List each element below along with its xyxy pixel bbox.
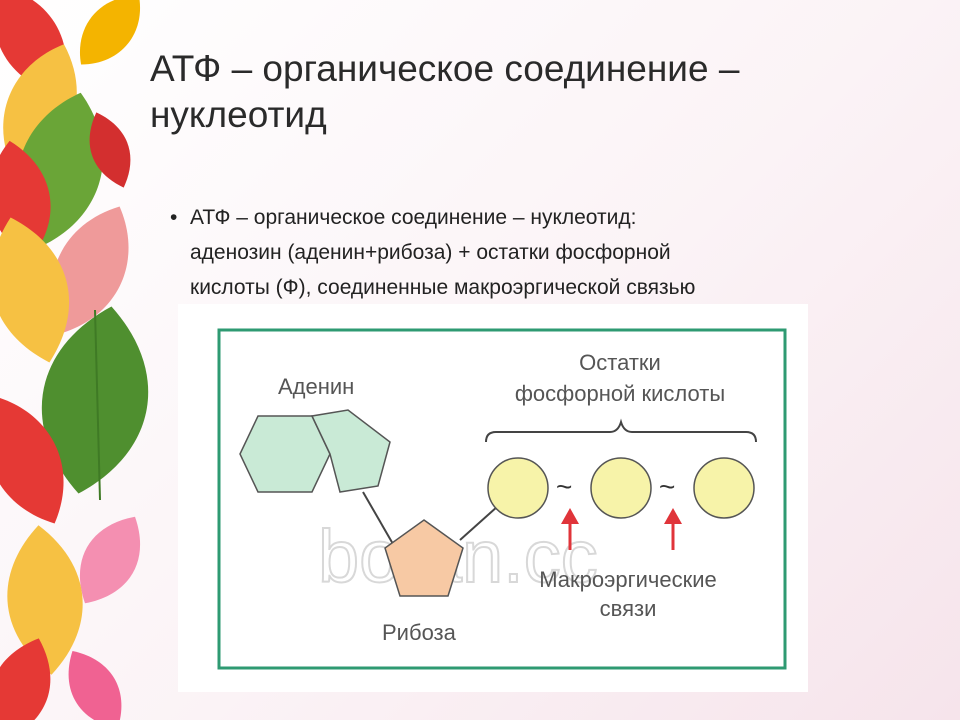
bond-arrow-2 (664, 508, 682, 550)
phosphate-brace (485, 418, 757, 443)
phosphate-3 (693, 457, 755, 519)
bond-label-line2: связи (600, 596, 657, 621)
phosphate-label-line1: Остатки (579, 350, 661, 375)
ribose-pentagon (384, 519, 464, 597)
slide-title: АТФ – органическое соединение – нуклеоти… (150, 48, 740, 135)
leaf-decoration (0, 0, 149, 720)
bond-arrow-1 (561, 508, 579, 550)
phosphate-label-line2: фосфорной кислоты (515, 381, 725, 406)
adenine-label: Аденин (278, 374, 354, 399)
atp-diagram: botan.cc Аденин Рибоза ~ ~ Остатки фосфо… (178, 304, 808, 692)
macroergic-bond-2: ~ (659, 471, 675, 502)
macroergic-bond-1: ~ (556, 471, 572, 502)
bond-adenine-ribose (362, 491, 394, 545)
bond-label-line1: Макроэргические (539, 567, 717, 592)
bond-ribose-phosphate (459, 505, 499, 541)
adenine-pentagon (310, 409, 391, 493)
ribose-label: Рибоза (382, 620, 457, 645)
diagram-frame (217, 328, 787, 670)
adenine-hexagon (239, 415, 331, 493)
bullet-dot: • (170, 206, 178, 229)
phosphate-2 (590, 457, 652, 519)
phosphate-1 (487, 457, 549, 519)
bullet-text: АТФ – органическое соединение – нуклеоти… (190, 206, 696, 299)
